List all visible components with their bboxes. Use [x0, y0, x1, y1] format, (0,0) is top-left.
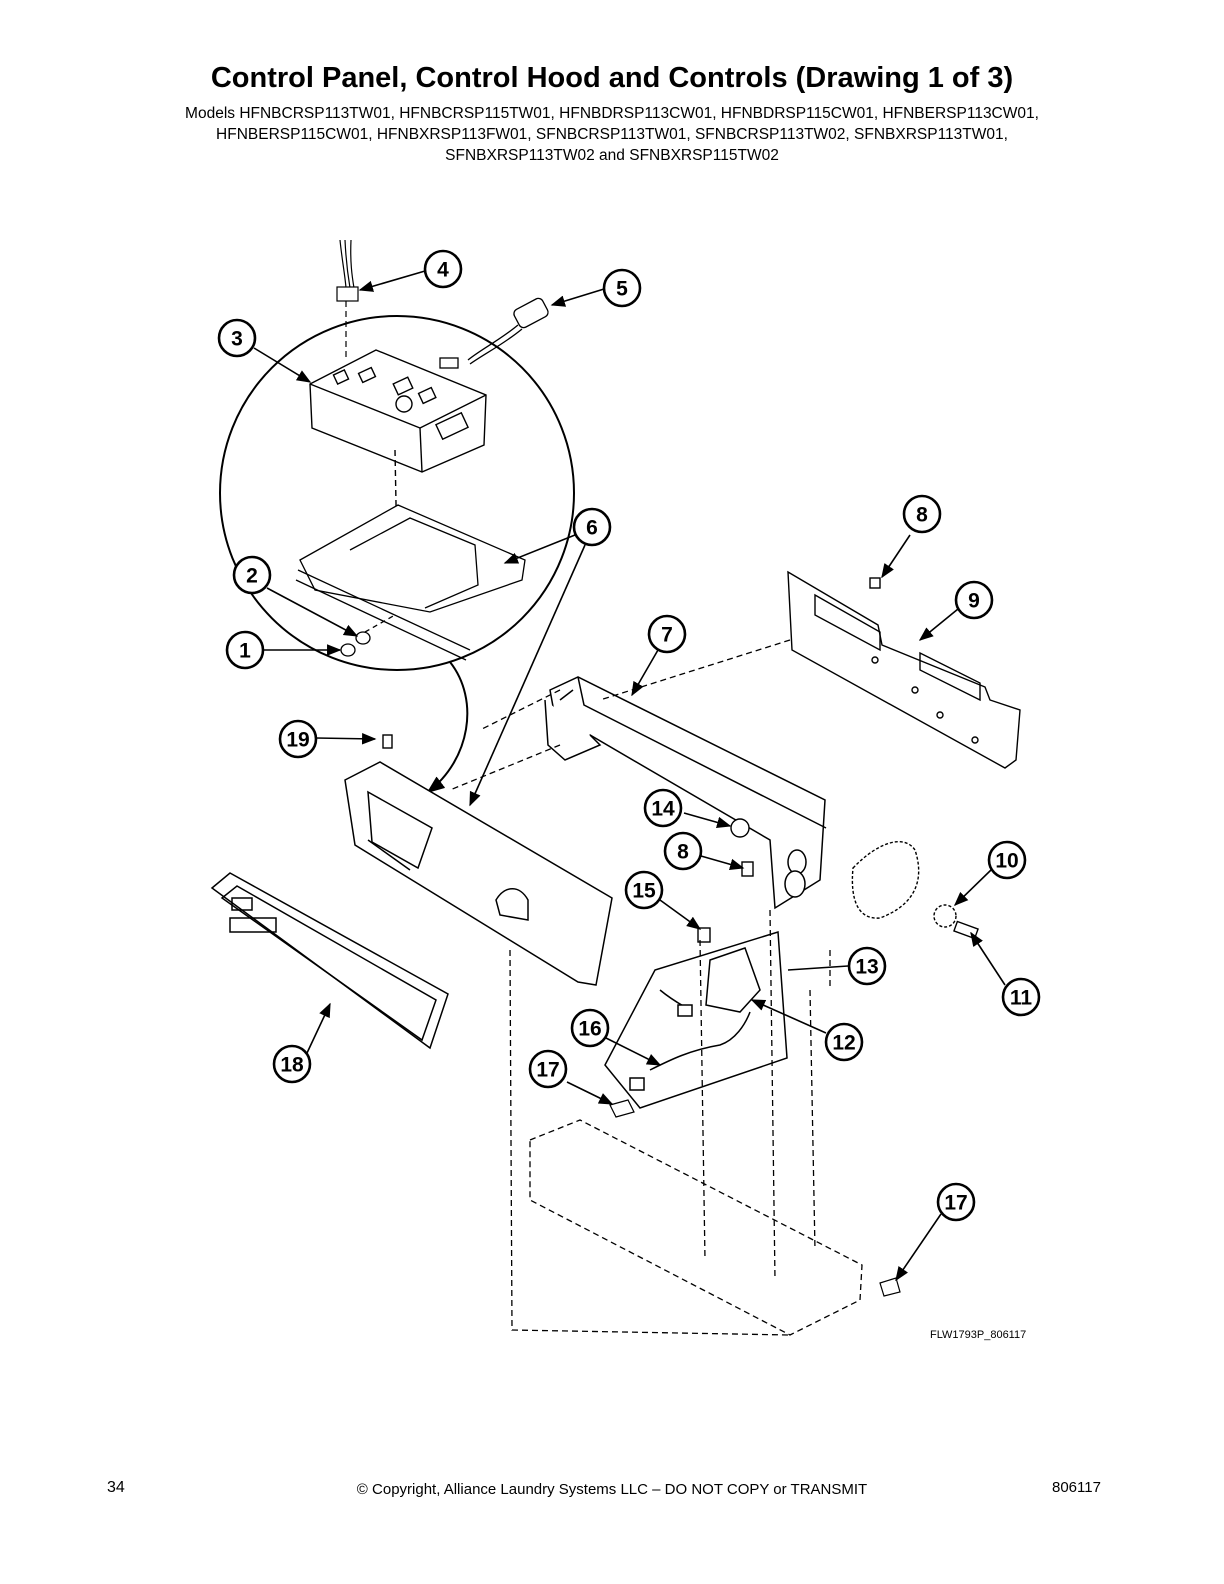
callout-13: 13 — [847, 946, 887, 986]
control-hood — [544, 676, 827, 910]
models-line-3: SFNBXRSP113TW02 and SFNBXRSP115TW02 — [445, 147, 779, 164]
label-plates — [609, 1099, 901, 1297]
callout-leaders — [253, 270, 1006, 1282]
svg-text:4: 4 — [437, 259, 449, 282]
control-panel — [344, 761, 613, 986]
svg-text:2: 2 — [246, 565, 258, 588]
detail-circle — [219, 315, 575, 794]
svg-text:6: 6 — [586, 517, 598, 540]
svg-text:16: 16 — [578, 1018, 601, 1041]
callout-2: 2 — [232, 555, 272, 595]
callout-17a: 17 — [528, 1049, 568, 1089]
callout-12: 12 — [824, 1022, 864, 1062]
callout-7: 7 — [647, 614, 687, 654]
svg-text:15: 15 — [632, 880, 656, 903]
models-line-2: HFNBERSP115CW01, HFNBXRSP113FW01, SFNBCR… — [216, 126, 1008, 143]
transformer-assembly — [604, 931, 788, 1109]
callout-1: 1 — [225, 630, 265, 670]
svg-text:3: 3 — [231, 328, 243, 351]
page-title: Control Panel, Control Hood and Controls… — [210, 62, 1014, 94]
svg-text:19: 19 — [286, 729, 309, 752]
copyright-notice: © Copyright, Alliance Laundry Systems LL… — [356, 1481, 868, 1498]
svg-text:13: 13 — [855, 956, 878, 979]
callout-14: 14 — [643, 788, 683, 828]
control-board — [309, 349, 487, 611]
models-line-1: Models HFNBCRSP113TW01, HFNBCRSP115TW01,… — [185, 105, 1039, 122]
callout-19: 19 — [278, 719, 318, 759]
callout-10: 10 — [987, 840, 1027, 880]
callout-9: 9 — [954, 580, 994, 620]
callout-18: 18 — [272, 1044, 312, 1084]
svg-text:17: 17 — [536, 1059, 559, 1082]
callout-3: 3 — [217, 318, 257, 358]
svg-text:12: 12 — [832, 1032, 855, 1055]
cable-assembly — [439, 297, 549, 369]
console-base — [449, 639, 863, 1336]
svg-text:8: 8 — [916, 504, 928, 527]
callout-8a: 8 — [902, 494, 942, 534]
svg-text:8: 8 — [677, 841, 689, 864]
svg-text:10: 10 — [995, 850, 1018, 873]
callout-15: 15 — [624, 870, 664, 910]
svg-text:7: 7 — [661, 624, 673, 647]
callout-4: 4 — [423, 249, 463, 289]
svg-text:9: 9 — [968, 590, 980, 613]
page-number: 34 — [107, 1479, 125, 1496]
callout-5: 5 — [602, 268, 642, 308]
board-bracket — [295, 504, 526, 661]
svg-text:14: 14 — [651, 798, 675, 821]
callout-11: 11 — [1001, 977, 1041, 1017]
svg-text:1: 1 — [239, 640, 251, 663]
wire-harness — [336, 239, 359, 360]
svg-text:18: 18 — [280, 1054, 304, 1077]
document-number: 806117 — [1052, 1479, 1101, 1496]
callout-8b: 8 — [663, 831, 703, 871]
svg-text:17: 17 — [944, 1192, 967, 1215]
rear-bracket — [787, 570, 1021, 769]
hardware — [382, 577, 979, 943]
control-overlay — [210, 872, 449, 1050]
models-list: Models HFNBCRSP113TW01, HFNBCRSP115TW01,… — [100, 103, 1124, 166]
callout-16: 16 — [570, 1008, 610, 1048]
drawing-code: FLW1793P_806117 — [930, 1329, 1027, 1341]
svg-text:11: 11 — [1010, 987, 1033, 1010]
callout-17b: 17 — [936, 1182, 976, 1222]
screw-and-washer — [340, 614, 396, 657]
callout-6: 6 — [572, 507, 612, 547]
svg-text:5: 5 — [616, 278, 628, 301]
